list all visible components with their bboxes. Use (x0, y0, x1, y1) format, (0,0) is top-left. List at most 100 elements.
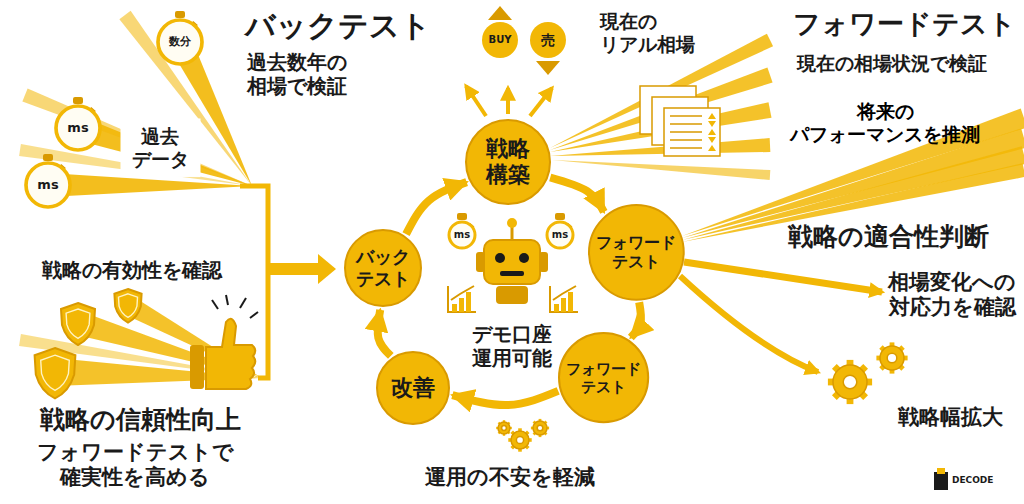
arrow-line (680, 276, 818, 372)
buy-arrow (488, 6, 512, 20)
circle-outline (559, 333, 648, 422)
circle-outline (466, 120, 550, 204)
gear-icon (876, 342, 907, 373)
bracket-arrow-shaft (268, 263, 320, 275)
text-line: フォワードテストで (37, 440, 234, 465)
gear-body (533, 421, 547, 435)
document-marker (708, 113, 716, 119)
robot-antenna-tip (507, 218, 517, 228)
light-ray (550, 67, 773, 150)
thumb-hand (206, 319, 255, 389)
robot-antenna (511, 226, 514, 240)
gear-body (498, 422, 510, 434)
text-line: デモ口座 (472, 322, 552, 346)
chart-bar (466, 292, 471, 312)
stopwatch-body (56, 106, 100, 150)
text-line: フォワード (596, 233, 676, 252)
arrow-line (466, 86, 486, 116)
text-label: ms (67, 120, 88, 136)
text-line: 現在の相場状況で検証 (797, 52, 987, 75)
stopwatch-crown (555, 213, 565, 220)
arrow-line (506, 88, 510, 114)
text-label: 相場変化への 対応力を確認 (888, 270, 1016, 320)
sell-arrow (536, 61, 560, 75)
document-row (670, 115, 702, 117)
cycle-arrow (452, 391, 558, 405)
text-line: 運用可能 (472, 346, 552, 370)
text-line: 戦略 (486, 136, 530, 162)
text-line: 運用の不安を軽減 (425, 465, 595, 490)
text-label: フォワードテスト (793, 8, 1016, 40)
box-outline (121, 119, 200, 177)
circle-outline (377, 352, 449, 424)
document-marker (708, 129, 716, 135)
robot-head (484, 240, 540, 284)
text-line: 将来の (790, 100, 980, 123)
gear-icon (531, 419, 549, 437)
text-line: 過去 (132, 125, 189, 148)
chart-bar (554, 304, 559, 312)
chart-bar (452, 304, 457, 312)
text-line: 相場変化への (888, 270, 1016, 295)
gear-icon (828, 360, 872, 404)
text-label: 戦略の適合性判断 (788, 222, 989, 252)
text-label: バックテスト (245, 8, 431, 44)
text-line: リアル相場 (600, 33, 695, 56)
chart-trend (451, 286, 474, 300)
stopwatch-crown (73, 97, 83, 104)
text-label: 売 (541, 32, 555, 49)
gear-hole (516, 436, 523, 443)
text-label: 現在の リアル相場 (600, 10, 695, 56)
process-circle: 改善 (375, 350, 451, 426)
text-line: テスト (596, 252, 676, 271)
light-ray (119, 11, 252, 186)
text-label: 過去数年の 相場で検証 (247, 50, 347, 98)
text-label: ms (552, 229, 568, 241)
node-label: 改善 (391, 375, 435, 401)
text-label: 将来の パフォーマンスを推測 (790, 100, 980, 146)
robot-mouth (500, 271, 524, 276)
gear-icon (496, 420, 512, 436)
shield-inner (41, 355, 70, 390)
gear-hole (887, 353, 897, 363)
document-row (670, 147, 702, 149)
process-circle: 戦略 構築 (464, 118, 552, 206)
text-label: 現在の相場状況で検証 (797, 52, 987, 75)
document-marker (708, 137, 716, 143)
stopwatch-body (547, 222, 573, 248)
text-line: 相場で検証 (247, 74, 347, 98)
text-line: 確実性を高める (37, 465, 234, 490)
thumb-cuff (190, 345, 204, 389)
process-circle: フォワード テスト (587, 203, 686, 302)
text-line: DECODE (952, 475, 994, 486)
text-line: テスト (566, 378, 641, 396)
buy-icon (482, 22, 518, 58)
node-label: フォワード テスト (596, 233, 676, 271)
stopwatch-crown (457, 213, 467, 220)
gear-icon (508, 428, 531, 451)
text-label: 戦略の信頼性向上 (40, 405, 241, 435)
gear-hole (502, 426, 507, 431)
emphasis-mark (226, 295, 228, 305)
arrow-line (684, 262, 882, 292)
text-line: 数分 (169, 35, 191, 48)
text-line: ms (552, 229, 568, 241)
node-label: バック テスト (356, 246, 410, 289)
bracket (240, 186, 268, 378)
robot-body (496, 286, 528, 304)
text-line: 売 (541, 32, 555, 49)
text-line: ms (454, 229, 470, 241)
document-row (670, 131, 702, 133)
text-label: BUY (489, 34, 512, 46)
logo-accent (937, 468, 945, 474)
data-box: 過去 データ (120, 118, 201, 178)
circle-outline (589, 205, 684, 300)
robot-eye (495, 253, 505, 263)
text-label: デモ口座 運用可能 (472, 322, 552, 370)
text-label: ms (37, 177, 58, 193)
stopwatch-crown (43, 154, 53, 161)
shield-inner (66, 309, 90, 338)
text-line: ms (37, 177, 58, 193)
text-label: 戦略幅拡大 (898, 405, 1003, 430)
